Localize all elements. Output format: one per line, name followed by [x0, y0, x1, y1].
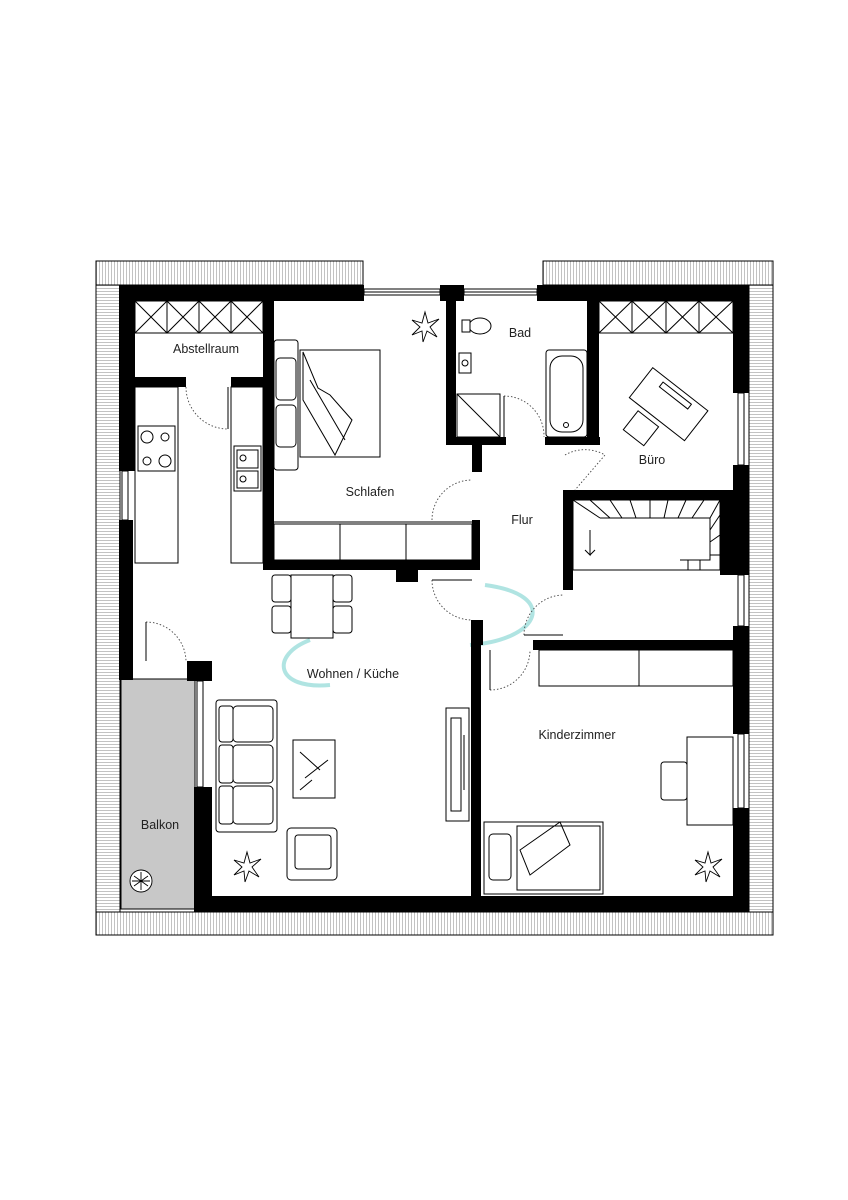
label-bad: Bad	[509, 326, 531, 340]
kids-wardrobe	[538, 649, 734, 687]
label-flur: Flur	[511, 513, 533, 527]
coffee-table	[292, 739, 336, 799]
storage-cabinets	[134, 300, 734, 334]
office-desk	[622, 366, 709, 447]
roof-eaves	[95, 260, 774, 936]
label-wohnen-kueche: Wohnen / Küche	[307, 667, 399, 681]
label-schlafen: Schlafen	[346, 485, 395, 499]
balcony-area	[120, 678, 196, 910]
label-balkon: Balkon	[141, 818, 179, 832]
single-bed	[483, 821, 604, 895]
room-labels: Abstellraum Schlafen Bad Büro Flur Wohne…	[141, 326, 665, 832]
dining-table	[271, 574, 353, 639]
sofa	[215, 699, 278, 833]
kids-desk	[660, 736, 734, 826]
walls	[119, 285, 749, 912]
label-abstellraum: Abstellraum	[173, 342, 239, 356]
windows	[121, 288, 745, 809]
staircase	[572, 499, 721, 571]
bathroom-fixtures	[456, 317, 588, 438]
plants	[129, 310, 723, 893]
double-bed	[273, 339, 381, 471]
label-buero: Büro	[639, 453, 665, 467]
wardrobe	[273, 521, 473, 561]
kitchen	[134, 386, 264, 564]
label-kinderzimmer: Kinderzimmer	[538, 728, 615, 742]
doors	[145, 386, 606, 691]
armchair	[286, 827, 338, 881]
watermark-logo	[281, 583, 535, 688]
tv-unit	[445, 707, 470, 822]
